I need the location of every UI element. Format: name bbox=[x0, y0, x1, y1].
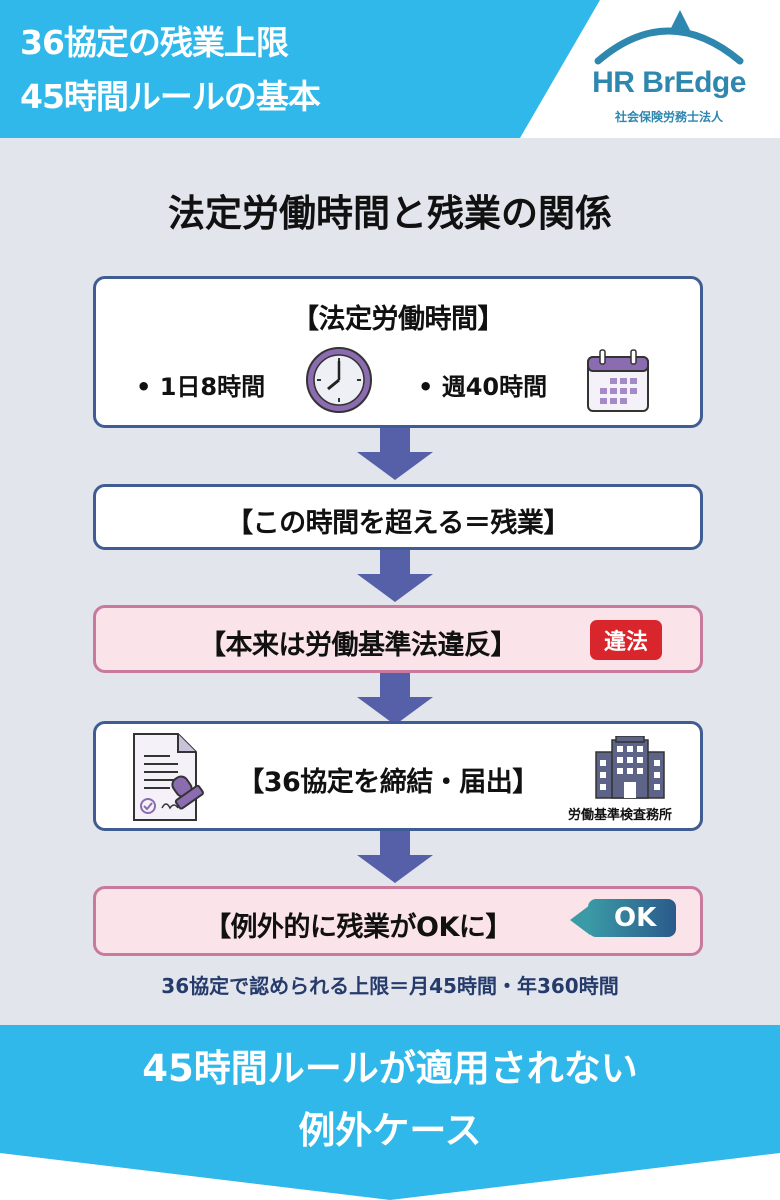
arrow-down-icon bbox=[357, 428, 433, 480]
clock-icon bbox=[306, 347, 372, 413]
footer-heading: 45時間ルールが適用されない 例外ケース bbox=[0, 1038, 780, 1162]
page-title: 法定労働時間と残業の関係 bbox=[168, 192, 612, 235]
step-36-agreement: 【36協定を締結・届出】 労働基準検査務所 bbox=[93, 721, 703, 831]
step-label: 【36協定を締結・届出】 bbox=[237, 767, 539, 798]
logo-subtitle: 社会保険労務士法人 bbox=[614, 110, 723, 124]
header-title: 36協定の残業上限 45時間ルールの基本 bbox=[20, 16, 321, 124]
step-overtime-allowed: 【例外的に残業がOKに】 OK bbox=[93, 886, 703, 956]
arrow-down-icon bbox=[357, 673, 433, 725]
header-title-line2: 45時間ルールの基本 bbox=[20, 77, 321, 116]
step-label: 【法定労働時間】 bbox=[292, 304, 505, 335]
illegal-badge: 違法 bbox=[590, 620, 663, 660]
footer-line2: 例外ケース bbox=[298, 1109, 482, 1152]
arrow-down-icon bbox=[357, 831, 433, 883]
header-title-line1: 36協定の残業上限 bbox=[20, 23, 289, 62]
step-label: 【本来は労働基準法違反】 bbox=[199, 630, 518, 661]
calendar-icon bbox=[587, 349, 649, 412]
step-label: 【この時間を超える＝残業】 bbox=[226, 508, 570, 539]
step-illegal: 【本来は労働基準法違反】 違法 bbox=[93, 605, 703, 673]
footer-banner bbox=[0, 1025, 780, 1200]
step-overtime-definition: 【この時間を超える＝残業】 bbox=[93, 484, 703, 550]
step-label: 【例外的に残業がOKに】 bbox=[204, 912, 512, 943]
weekly-hours: • 週40時間 bbox=[418, 373, 548, 401]
logo-arch-icon bbox=[594, 10, 744, 65]
logo-name: HR BrEdge bbox=[592, 66, 746, 99]
document-stamp-icon bbox=[133, 733, 204, 821]
step-legal-hours: 【法定労働時間】 • 1日8時間 • 週40時間 bbox=[93, 276, 703, 428]
daily-hours: • 1日8時間 bbox=[136, 373, 266, 401]
labor-office-caption: 労働基準検査務所 bbox=[568, 808, 673, 823]
office-building-icon bbox=[595, 736, 665, 799]
footer-line1: 45時間ルールが適用されない bbox=[142, 1047, 638, 1090]
arrow-down-icon bbox=[357, 550, 433, 602]
ok-badge: OK bbox=[569, 899, 677, 937]
limit-note: 36協定で認められる上限＝月45時間・年360時間 bbox=[161, 974, 619, 998]
